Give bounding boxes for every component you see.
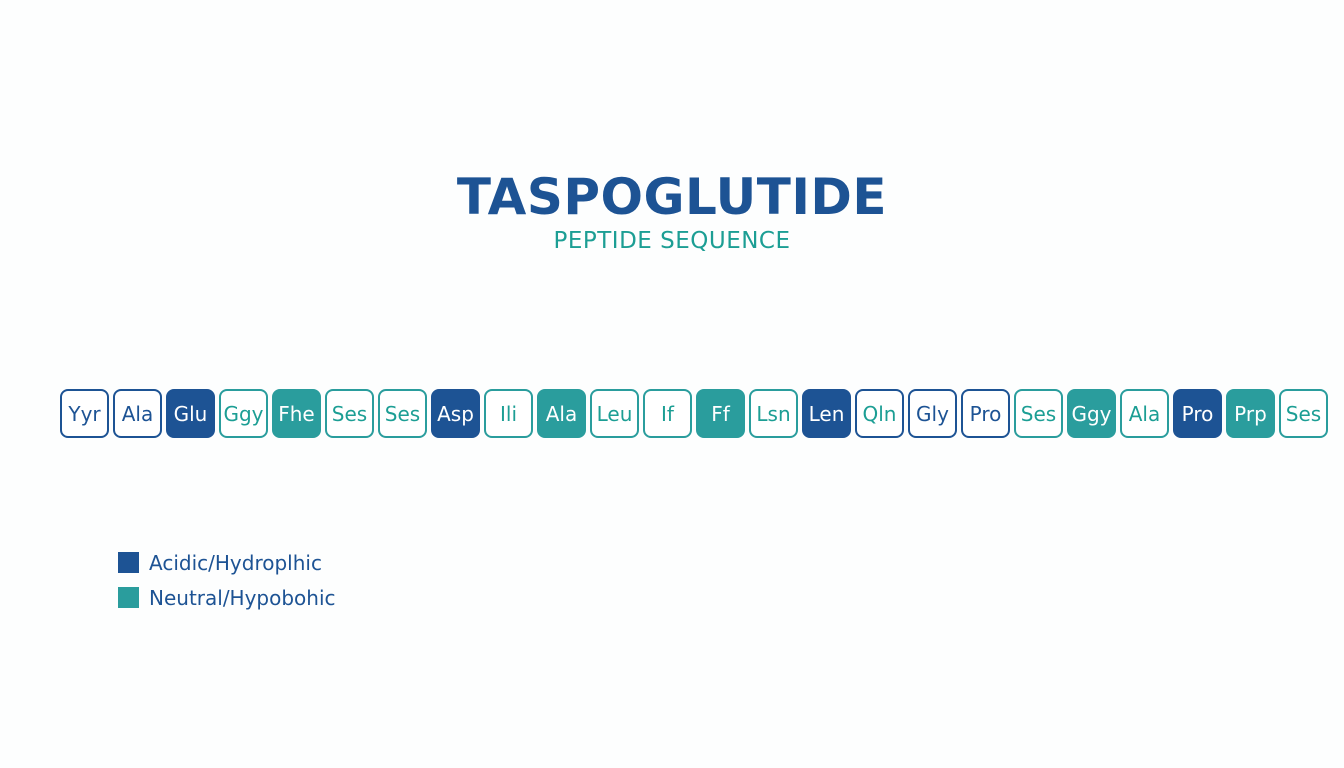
legend-item: Acidic/Hydroplhic [118,545,336,580]
residue-box: Leu [590,389,639,438]
residue-box: Ses [378,389,427,438]
residue-box: Ggy [219,389,268,438]
legend-swatch [118,552,139,573]
residue-box: Pro [961,389,1010,438]
residue-box: Ses [1279,389,1328,438]
residue-box: If [643,389,692,438]
residue-box: Ses [325,389,374,438]
residue-box: Asp [431,389,480,438]
residue-box: Len [802,389,851,438]
residue-box: Ggy [1067,389,1116,438]
legend-label: Acidic/Hydroplhic [149,550,322,575]
residue-box: Yyr [60,389,109,438]
residue-box: Ff [696,389,745,438]
residue-box: Ili [484,389,533,438]
residue-box: Prp [1226,389,1275,438]
residue-box: Fhe [272,389,321,438]
residue-box: Ala [1120,389,1169,438]
residue-box: Glu [166,389,215,438]
page-subtitle: PEPTIDE SEQUENCE [553,228,791,254]
residue-box: Gly [908,389,957,438]
residue-box: Qln [855,389,904,438]
residue-box: Ses [1014,389,1063,438]
legend-item: Neutral/Hypobohic [118,580,336,615]
residue-box: Ala [537,389,586,438]
page-title: TASPOGLUTIDE [456,168,888,226]
legend-swatch [118,587,139,608]
legend-label: Neutral/Hypobohic [149,585,336,610]
residue-box: Ala [113,389,162,438]
residue-box: Lsn [749,389,798,438]
residue-box: Pro [1173,389,1222,438]
